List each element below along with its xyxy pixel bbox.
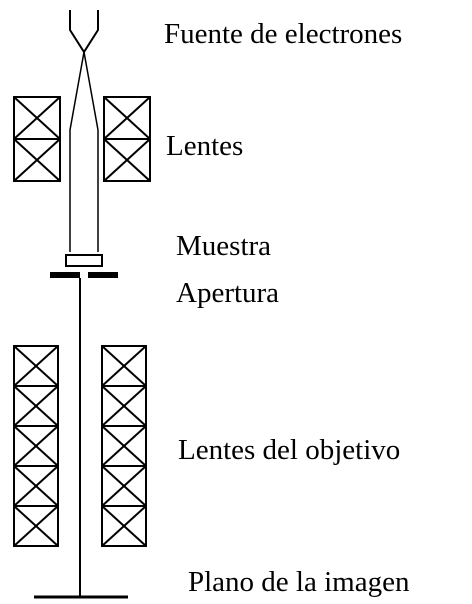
objective-lens-left <box>13 345 59 547</box>
label-lenses: Lentes <box>166 130 244 162</box>
condenser-lens-left <box>13 96 61 182</box>
condenser-lens-right <box>103 96 151 182</box>
label-electron-source: Fuente de electrones <box>164 18 403 50</box>
label-aperture: Apertura <box>176 277 280 309</box>
sample-holder <box>65 254 103 267</box>
label-objective-lenses: Lentes del objetivo <box>178 434 401 466</box>
objective-lens-right <box>101 345 147 547</box>
label-image-plane: Plano de la imagen <box>188 566 410 598</box>
label-sample: Muestra <box>176 230 272 262</box>
aperture-plates <box>50 272 118 278</box>
electron-beam <box>69 51 99 252</box>
electron-source-icon <box>69 10 99 54</box>
